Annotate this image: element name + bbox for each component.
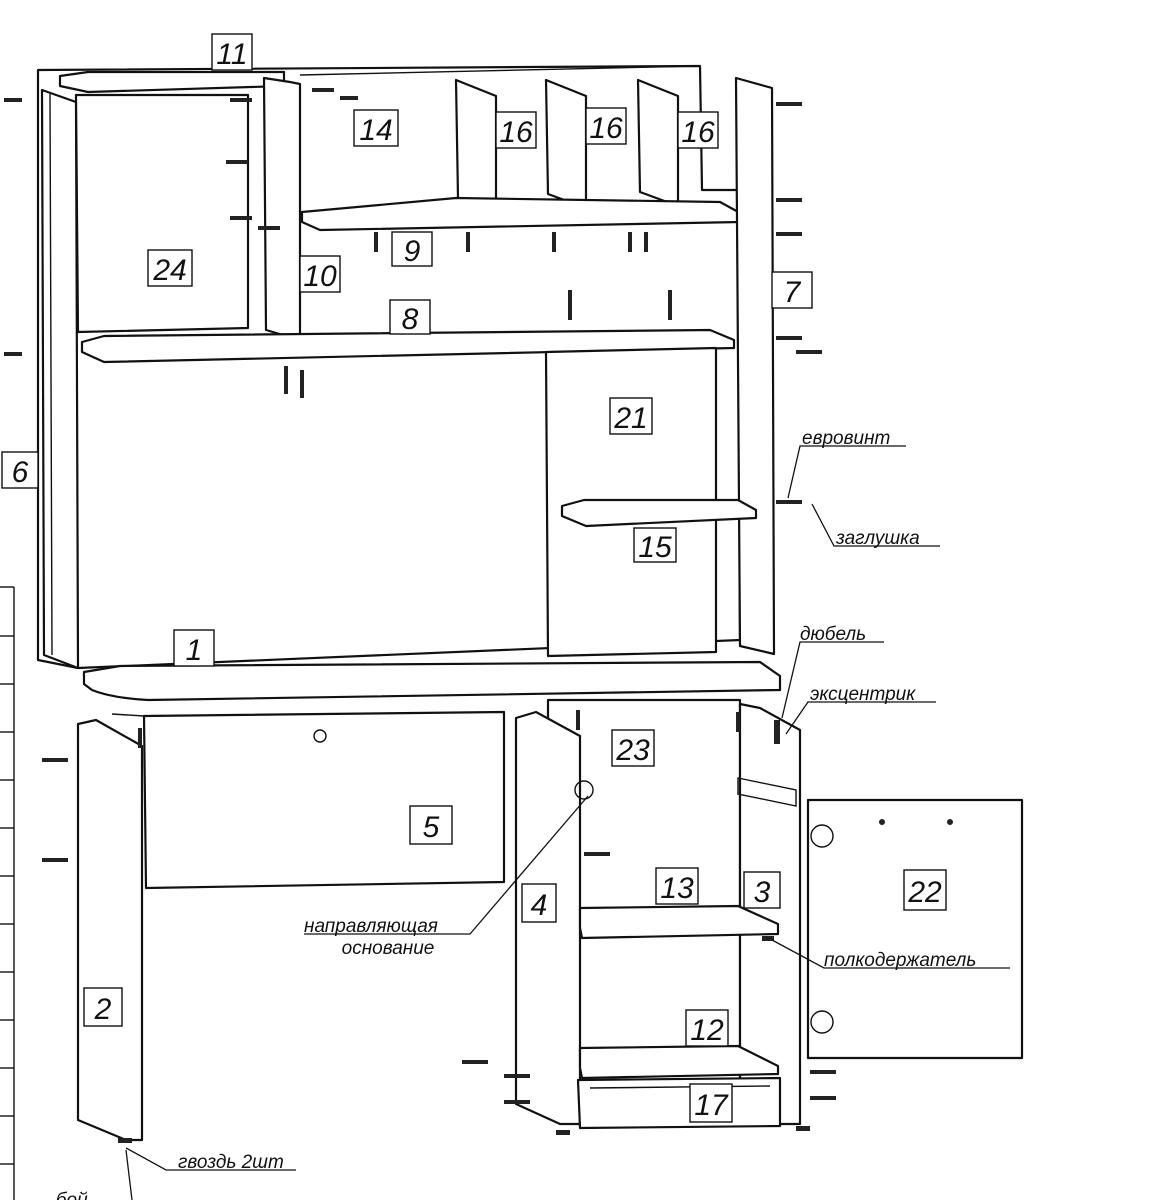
part-7-right-side-panel [734,76,776,656]
part-10-divider [262,76,302,342]
part-10-number: 10 [303,260,337,293]
cut-bottom-label: ...бой [40,1190,88,1200]
part-24-number: 24 [152,254,186,287]
part-14-area [299,65,701,76]
dubel-label: дюбель [800,624,866,645]
part-13-shelf [578,904,780,940]
fasteners [4,88,836,1143]
part-7-number: 7 [784,276,802,309]
part-22-number: 22 [907,876,942,909]
eurovint-label: евровинт [802,428,890,449]
zaglushka-label: заглушка [835,528,920,549]
part-2-number: 2 [94,993,112,1026]
part-23-number: 23 [615,734,650,767]
hardware-annotations: евровинт заглушка дюбель эксцентрик напр… [40,428,976,1200]
part-16b-number: 16 [589,112,623,145]
polkoderzhatel-label: полкодержатель [824,950,976,971]
part-5-modesty-panel [111,710,506,890]
part-15-small-shelf [560,498,758,528]
part-11-number: 11 [216,38,247,71]
left-side-panel [40,88,80,670]
ekscentrik-label: эксцентрик [810,684,916,705]
part-8-long-shelf [80,328,736,364]
leader-lines [125,445,1010,1200]
part-15-number: 15 [638,531,672,564]
napravlyayushaya-label: направляющая [304,916,438,937]
part-14-number: 14 [359,114,392,147]
part-1-number: 1 [186,634,203,667]
part-4-number: 4 [531,889,548,922]
part-16-dividers [454,78,680,214]
part-8-number: 8 [402,303,419,336]
part-16a-number: 16 [499,116,533,149]
part-9-number: 9 [404,235,421,268]
part-22-door [806,798,1024,1060]
osnovanie-label: основание [342,938,435,959]
part-5-number: 5 [423,811,440,844]
gvozd-label: гвоздь 2шт [178,1152,284,1173]
part-16c-number: 16 [681,116,715,149]
part-24-panel [74,93,250,334]
part-12-number: 12 [690,1014,724,1047]
part-17-plinth [576,1076,782,1130]
part-17-number: 17 [694,1089,729,1122]
part-13-number: 13 [660,872,694,905]
part-3-pedestal-side [737,702,802,1126]
part-number-labels: 11 14 16 16 16 9 24 10 7 8 21 6 15 1 23 … [1,33,947,1123]
part-21-number: 21 [613,402,647,435]
part-2-leg-panel [76,718,144,1142]
part-12-bottom-shelf [578,1044,780,1080]
left-edge-table-fragment [0,586,15,1200]
part-6-number: 6 [12,456,29,489]
part-1-desktop [82,660,782,702]
part-3-number: 3 [754,876,771,909]
